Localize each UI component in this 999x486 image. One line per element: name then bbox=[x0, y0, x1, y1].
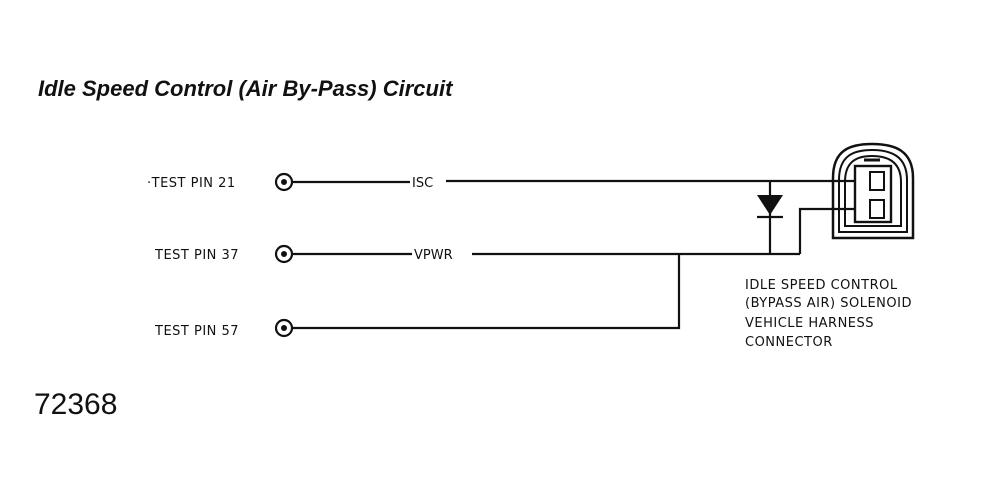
test-pin-21-terminal bbox=[274, 172, 294, 192]
connector-caption-line-4: CONNECTOR bbox=[745, 335, 833, 350]
connector-caption-line-1: IDLE SPEED CONTROL bbox=[745, 278, 898, 293]
test-pin-37-label: TEST PIN 37 bbox=[154, 248, 239, 263]
test-pin-37-terminal bbox=[274, 244, 294, 264]
vpwr-connector-lead bbox=[798, 207, 855, 254]
test-pin-57-label: TEST PIN 57 bbox=[154, 324, 239, 339]
diode bbox=[757, 181, 783, 254]
solenoid-connector bbox=[831, 142, 915, 240]
connector-caption-line-2: (BYPASS AIR) SOLENOID bbox=[745, 296, 912, 311]
isc-wire-label: ISC bbox=[412, 176, 433, 191]
connector-caption-line-3: VEHICLE HARNESS bbox=[745, 316, 874, 331]
figure-number: 72368 bbox=[34, 388, 117, 421]
test-pin-21-label: ·TEST PIN 21 bbox=[147, 176, 236, 191]
vpwr-wire-label: VPWR bbox=[414, 248, 453, 263]
pin-57-wire bbox=[292, 254, 681, 330]
test-pin-57-terminal bbox=[274, 318, 294, 338]
diagram-title: Idle Speed Control (Air By-Pass) Circuit bbox=[38, 76, 454, 101]
